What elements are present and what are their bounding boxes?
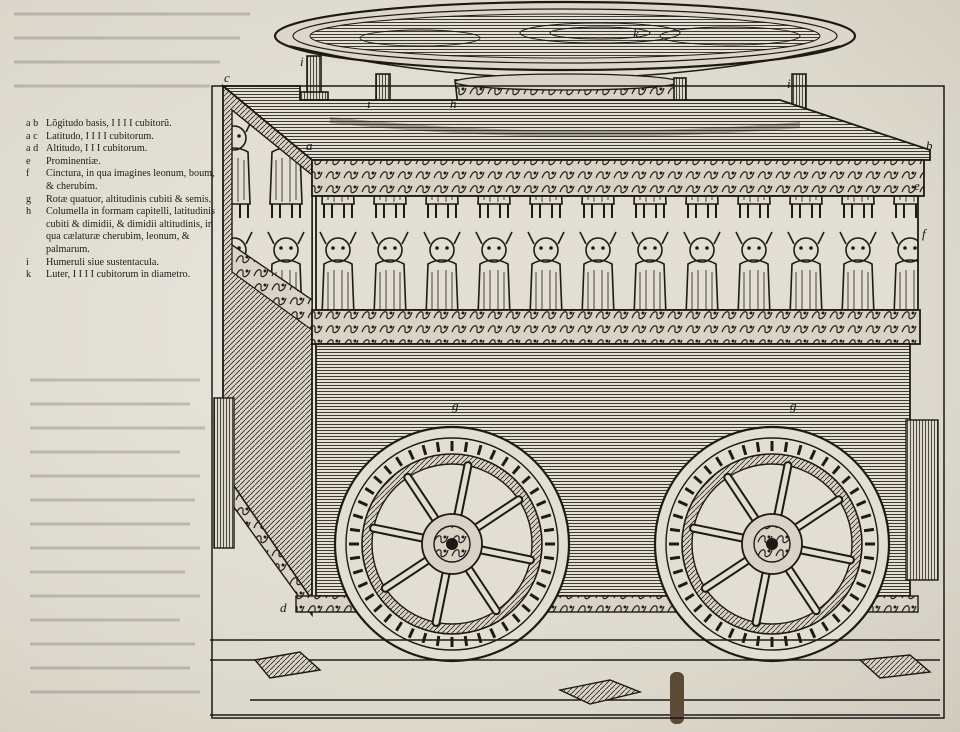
legend-key: h [26, 206, 32, 218]
ground [210, 639, 940, 724]
letter-a: a [306, 138, 313, 153]
letter-c: c [224, 70, 230, 85]
letter-i-1: i [300, 54, 304, 69]
legend-text: Luter, I I I I cubitorum in diametro. [46, 269, 191, 281]
legend-key: e [26, 155, 31, 167]
legend-text: Altitudo, I I I cubitorum. [46, 143, 148, 155]
base-left-side [213, 84, 313, 618]
letter-g-1: g [452, 398, 459, 413]
legend-row: a c Latitudo, I I I I cubitorum. [20, 131, 225, 144]
legend-key: a b [26, 118, 39, 129]
letter-k: k [633, 26, 639, 41]
legend-text: Latitudo, I I I I cubitorum. [46, 130, 154, 142]
figure-legend: a b Lõgitudo basis, I I I I cubitorũ. a c L… [20, 118, 225, 282]
wheel-left [333, 425, 571, 663]
wheel-right [653, 425, 891, 663]
legend-text: Humeruli siue sustentacula. [46, 256, 159, 268]
figure-letters: k i i i h c a b e f g g d [224, 26, 933, 615]
letter-i-2: i [367, 96, 371, 111]
legend-key: a c [26, 130, 38, 142]
legend-key: a d [26, 143, 39, 155]
legend-row: e Prominentiæ. [20, 156, 225, 169]
wheels-group [333, 425, 891, 663]
legend-row: f Cinctura, in qua imagines leonum, boum,… [20, 168, 225, 193]
letter-f: f [922, 226, 928, 241]
legend-key: i [26, 256, 29, 268]
legend-text: Prominentiæ. [46, 155, 101, 167]
legend-row: a b Lõgitudo basis, I I I I cubitorũ. [20, 118, 225, 131]
legend-row: i Humeruli siue sustentacula. [20, 257, 225, 270]
letter-g-2: g [790, 398, 797, 413]
legend-row: a d Altitudo, I I I cubitorum. [20, 143, 225, 156]
legend-text: Columella in formam capitelli, latitudin… [46, 206, 215, 255]
legend-text: Rotæ quatuor, altitudinis cubiti & semis… [46, 193, 212, 205]
legend-text: Lõgitudo basis, I I I I cubitorũ. [46, 118, 172, 129]
legend-key: f [26, 168, 30, 180]
letter-d: d [280, 600, 287, 615]
letter-h: h [450, 96, 457, 111]
legend-key: k [26, 269, 32, 281]
legend-row: g Rotæ quatuor, altitudinis cubiti & semi… [20, 194, 225, 207]
legend-text: Cinctura, in qua imagines leonum, boum, … [46, 168, 215, 192]
laver-basin [273, 0, 857, 79]
letter-e: e [914, 178, 920, 193]
letter-b: b [926, 138, 933, 153]
legend-row: k Luter, I I I I cubitorum in diametro. [20, 269, 225, 282]
legend-key: g [26, 193, 32, 205]
legend-row: h Columella in formam capitelli, latitudi… [20, 206, 225, 256]
letter-i-3: i [787, 76, 791, 91]
